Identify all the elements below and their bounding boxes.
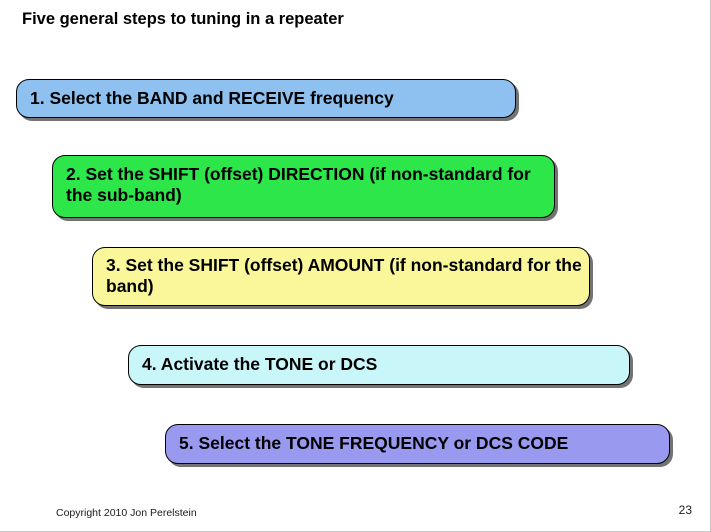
step-box-5-label: 5. Select the TONE FREQUENCY or DCS CODE bbox=[179, 433, 569, 453]
copyright-notice: Copyright 2010 Jon Perelstein bbox=[56, 507, 197, 519]
step-box-4-label: 4. Activate the TONE or DCS bbox=[142, 354, 378, 374]
step-box-2-label: 2. Set the SHIFT (offset) DIRECTION (if … bbox=[66, 164, 531, 205]
step-box-3-label: 3. Set the SHIFT (offset) AMOUNT (if non… bbox=[106, 255, 582, 296]
step-box-1[interactable]: 1. Select the BAND and RECEIVE frequency bbox=[16, 79, 516, 118]
step-box-5[interactable]: 5. Select the TONE FREQUENCY or DCS CODE bbox=[165, 424, 670, 464]
page-number: 23 bbox=[678, 503, 692, 517]
step-box-1-label: 1. Select the BAND and RECEIVE frequency bbox=[30, 88, 394, 108]
page-title: Five general steps to tuning in a repeat… bbox=[22, 10, 344, 28]
step-box-2[interactable]: 2. Set the SHIFT (offset) DIRECTION (if … bbox=[52, 155, 555, 218]
step-box-3[interactable]: 3. Set the SHIFT (offset) AMOUNT (if non… bbox=[92, 247, 590, 306]
step-box-4[interactable]: 4. Activate the TONE or DCS bbox=[128, 345, 630, 385]
